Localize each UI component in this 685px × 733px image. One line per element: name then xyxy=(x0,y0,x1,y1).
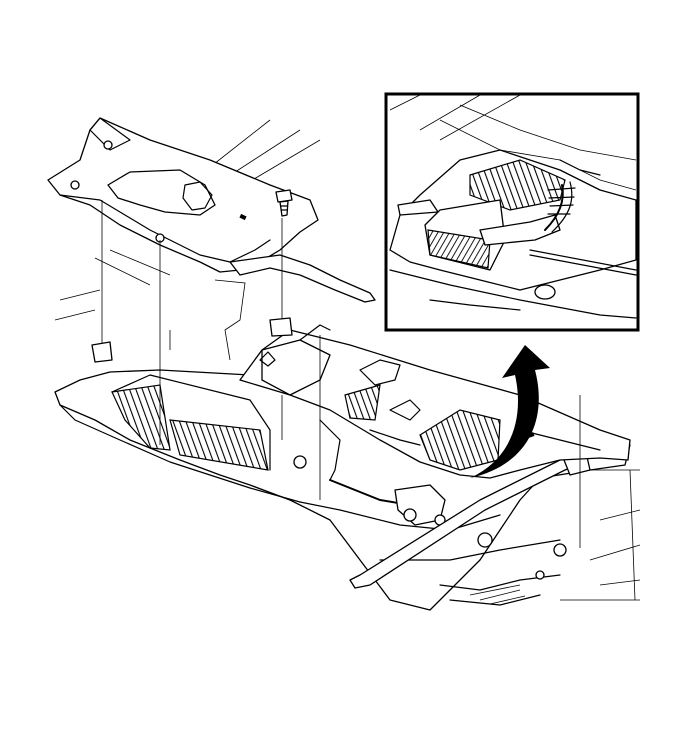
electrical-connector-icon xyxy=(479,214,561,246)
cowl-plenum-base xyxy=(54,369,631,611)
detail-inset xyxy=(384,92,640,332)
curved-arrow-icon xyxy=(470,345,550,478)
wiper-linkage xyxy=(319,419,591,589)
clip-details xyxy=(91,317,293,363)
cowl-top-panel-right xyxy=(239,324,631,479)
alignment-lines xyxy=(101,200,581,548)
push-pin-icon xyxy=(275,189,293,217)
cowl-bolt xyxy=(293,455,307,469)
cowl-top-panel-left xyxy=(47,117,376,303)
